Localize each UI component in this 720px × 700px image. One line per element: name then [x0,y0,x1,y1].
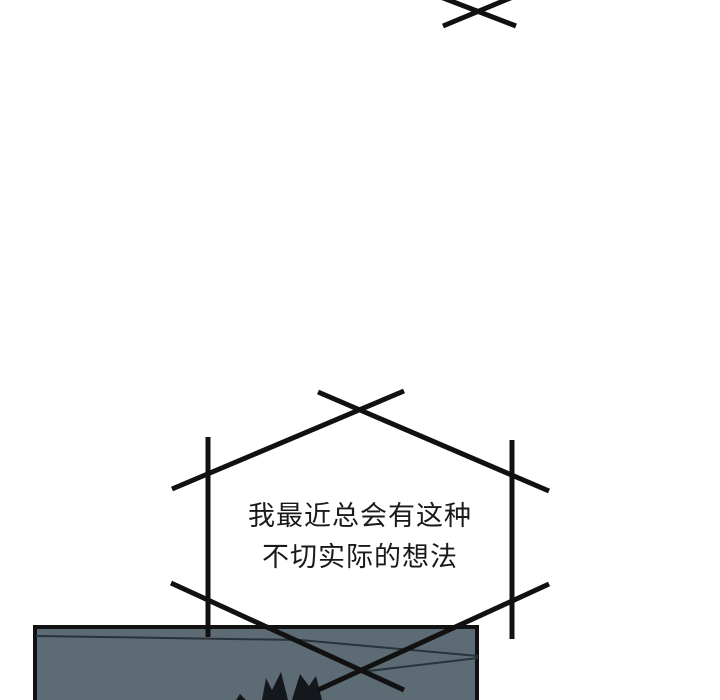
speech-bubble-hexagon [169,388,551,693]
floor-panel-group [33,625,479,700]
floor-panel-fill [33,625,478,700]
floor-seam-line-right [359,657,479,673]
character-silhouette-group [236,672,322,700]
hair-silhouette-right [292,674,322,700]
bubble-edge-upper-left [171,388,405,492]
top-cross-stroke-b [442,0,513,29]
bubble-edge-lower-left [169,580,406,693]
hair-silhouette-left [262,672,288,700]
bubble-edge-lower-right [316,581,551,693]
top-cross-mark-icon [441,0,517,29]
floor-panel-border [33,625,479,700]
hair-silhouette-small [236,694,246,700]
